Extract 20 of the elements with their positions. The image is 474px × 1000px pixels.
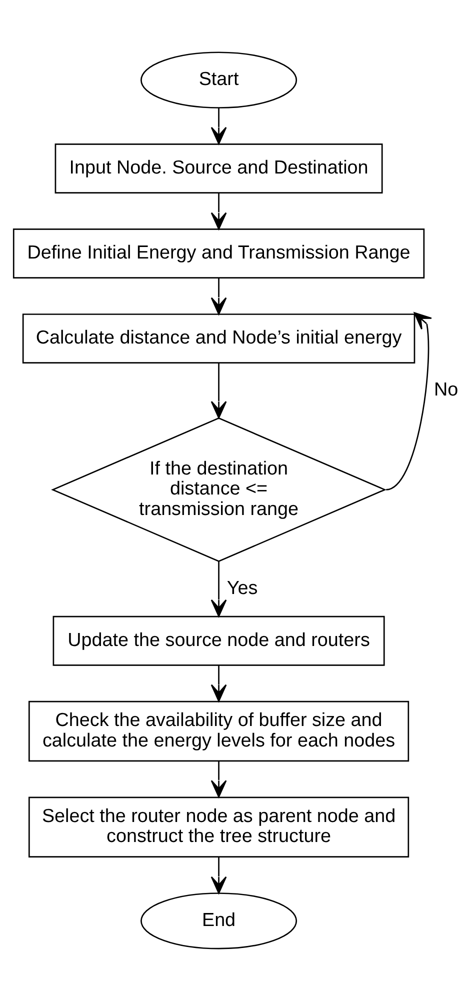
arrow [210,760,227,798]
node-box: Input Node. Source and Destination [54,143,383,193]
arrow [386,312,432,490]
edge-label: No [434,378,458,400]
node-diamond: If the destination distance <= transmission range [51,416,386,562]
node-ellipse: End [140,892,298,949]
edge-label: Yes [226,577,258,598]
arrow [210,108,227,144]
node-box: Define Initial Energy and Transmission Range [12,228,425,278]
node-ellipse: Start [140,51,298,108]
arrow [210,192,227,230]
arrow [210,664,227,702]
node-box: Select the router node as parent node and construct the tree structure [28,796,410,857]
node-box: Calculate distance and Node’s initial energy [22,313,416,363]
arrow [210,560,227,616]
arrow [210,856,227,894]
arrow [210,278,227,314]
arrow [210,362,227,418]
node-box: Check the availability of buffer size and calculate the energy levels for each nodes [28,700,410,762]
node-box: Update the source node and routers [52,615,385,666]
